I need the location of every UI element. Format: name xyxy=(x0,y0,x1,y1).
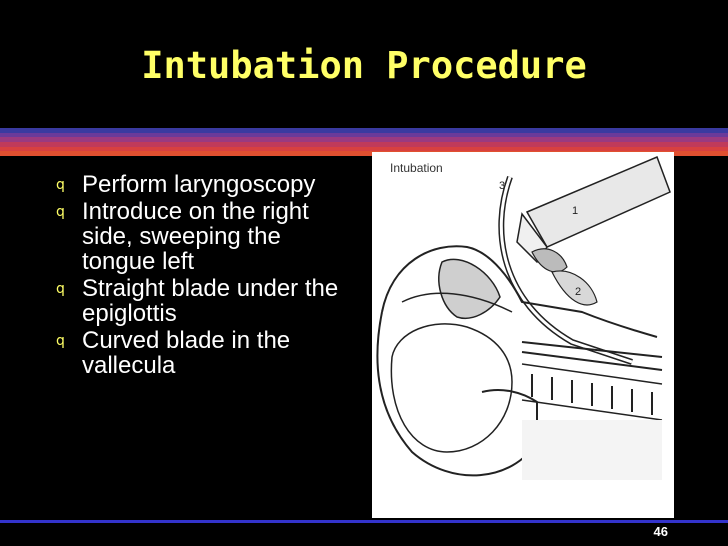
airway-diagram: 3 1 2 xyxy=(376,156,671,480)
intubation-illustration: Intubation xyxy=(372,152,674,518)
label-one: 1 xyxy=(572,205,578,217)
stripe-band xyxy=(0,146,728,152)
stripe-band xyxy=(0,142,728,147)
label-three: 3 xyxy=(499,180,505,192)
illustration-caption: Intubation xyxy=(390,161,443,175)
label-two: 2 xyxy=(575,286,581,298)
page-number: 46 xyxy=(653,524,668,539)
bullet-item: q Straight blade under the epiglottis xyxy=(56,276,356,326)
stripe-band xyxy=(0,137,728,143)
bullet-marker-icon: q xyxy=(56,177,65,193)
bullet-marker-icon: q xyxy=(56,281,65,297)
bottom-accent-bar xyxy=(0,520,728,523)
bullet-item: q Perform laryngoscopy xyxy=(56,172,356,197)
bullet-text: Curved blade in the vallecula xyxy=(82,327,291,379)
bullet-text: Straight blade under the epiglottis xyxy=(82,275,339,327)
bullet-text: Perform laryngoscopy xyxy=(82,171,316,198)
bullet-text: Introduce on the right side, sweeping th… xyxy=(82,198,309,275)
decorative-stripes xyxy=(0,128,728,157)
stripe-band xyxy=(0,128,728,133)
bullet-marker-icon: q xyxy=(56,333,65,349)
stripe-band xyxy=(0,151,728,157)
stripe-band xyxy=(0,132,728,138)
bullet-item: q Introduce on the right side, sweeping t… xyxy=(56,199,356,274)
bullet-marker-icon: q xyxy=(56,204,65,220)
bullet-item: q Curved blade in the vallecula xyxy=(56,328,356,378)
slide-title: Intubation Procedure xyxy=(141,44,587,87)
